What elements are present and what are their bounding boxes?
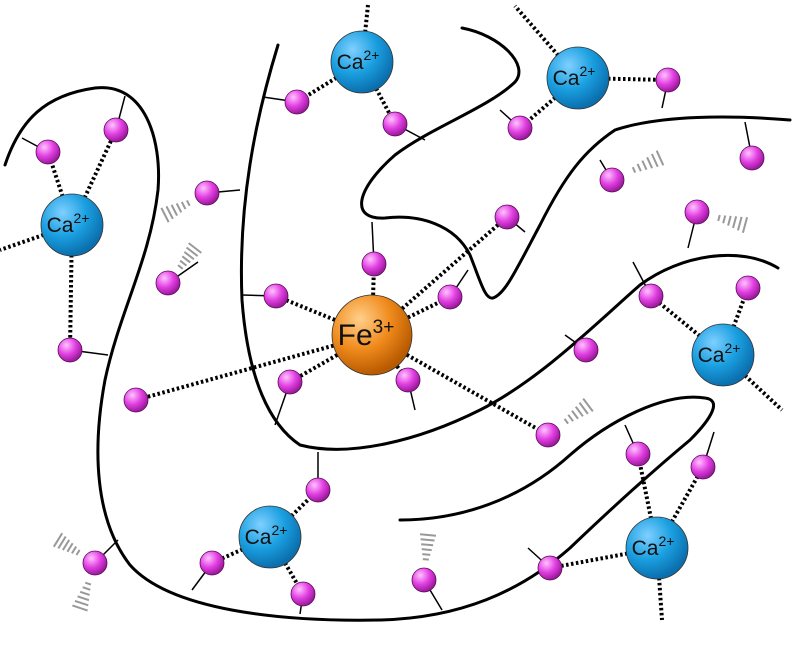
oxygen-atom (638, 283, 664, 309)
oxygen-atom (155, 270, 181, 296)
hashed-wedge (631, 150, 665, 174)
oxygen-atom (655, 67, 681, 93)
element-symbol: Ca (245, 526, 272, 549)
element-symbol: Ca (47, 214, 74, 237)
coordination-bond (135, 333, 373, 402)
polymer-chain (3, 86, 716, 622)
calcium-ion-label: Ca2+ (47, 210, 90, 237)
wedge-bonds (52, 150, 749, 612)
oxygen-atom (507, 115, 533, 141)
oxygen-atom (57, 337, 83, 363)
oxygen-atom (625, 441, 651, 467)
oxygen-atom (537, 555, 563, 581)
calcium-ion-sphere (546, 46, 610, 110)
charge-superscript: 3+ (373, 317, 395, 338)
oxygen-atom (690, 454, 716, 480)
coordination-bond (549, 546, 658, 570)
oxygen-atom (199, 550, 225, 576)
oxygen-atoms (35, 67, 765, 607)
calcium-ion-sphere (330, 30, 394, 94)
oxygen-atom (263, 283, 289, 309)
calcium-ion: Ca2+ (238, 505, 302, 569)
calcium-ion: Ca2+ (40, 193, 104, 257)
iron-ion-sphere (331, 294, 413, 376)
oxygen-atom (35, 139, 61, 165)
oxygen-atom (735, 275, 761, 301)
element-symbol: Ca (698, 344, 725, 367)
element-symbol: Ca (632, 537, 659, 560)
calcium-ion-label: Ca2+ (245, 522, 288, 549)
calcium-ion-label: Ca2+ (632, 533, 675, 560)
iron-ion-label: Fe3+ (338, 317, 395, 352)
hashed-wedge (717, 214, 749, 233)
oxygen-atom (684, 199, 710, 225)
charge-superscript: 2+ (363, 47, 379, 63)
calcium-ion: Ca2+ (691, 323, 755, 387)
charge-superscript: 2+ (658, 533, 674, 549)
coordination-bond (371, 295, 451, 337)
coordination-bond (371, 333, 549, 437)
oxygen-atom (411, 567, 437, 593)
calcium-ion-sphere (691, 323, 755, 387)
calcium-ion: Ca2+ (625, 516, 689, 580)
polymer-chain (360, 26, 792, 300)
calcium-ion-sphere (40, 193, 104, 257)
oxygen-atom (123, 387, 149, 413)
oxygen-atom (103, 117, 129, 143)
element-symbol: Ca (553, 67, 580, 90)
oxygen-atom (382, 111, 408, 137)
calcium-ion: Ca2+ (330, 30, 394, 94)
oxygen-atom (739, 145, 765, 171)
oxygen-atom (599, 167, 625, 193)
hashed-wedge (52, 532, 81, 556)
iron-ion: Fe3+ (331, 294, 413, 376)
oxygen-atom (535, 422, 561, 448)
metal-ions: Ca2+Ca2+Ca2+Ca2+Ca2+Ca2+Fe3+ (40, 30, 755, 580)
oxygen-atom (395, 367, 421, 393)
calcium-ion: Ca2+ (546, 46, 610, 110)
charge-superscript: 2+ (724, 340, 740, 356)
calcium-ion-sphere (238, 505, 302, 569)
calcium-ion-sphere (625, 516, 689, 580)
calcium-ion-label: Ca2+ (337, 47, 380, 74)
oxygen-atom (284, 89, 310, 115)
charge-superscript: 2+ (73, 210, 89, 226)
calcium-ion-label: Ca2+ (553, 63, 596, 90)
hashed-wedge (419, 533, 437, 561)
coordination-bond (721, 353, 784, 412)
element-symbol: Fe (338, 319, 373, 352)
oxygen-atom (194, 180, 220, 206)
element-symbol: Ca (337, 51, 364, 74)
oxygen-atom (437, 284, 463, 310)
oxygen-atom (305, 477, 331, 503)
oxygen-atom (277, 369, 303, 395)
hashed-wedge (563, 398, 594, 425)
calcium-ion-label: Ca2+ (698, 340, 741, 367)
oxygen-atom (573, 337, 599, 363)
charge-superscript: 2+ (271, 522, 287, 538)
oxygen-atom (361, 251, 387, 277)
charge-superscript: 2+ (579, 63, 595, 79)
oxygen-atom (290, 581, 316, 607)
hashed-wedge (160, 199, 191, 223)
oxygen-atom (494, 204, 520, 230)
oxygen-atom (82, 550, 108, 576)
hashed-wedge (72, 581, 92, 612)
hashed-wedge (177, 242, 202, 270)
polymer-chain (239, 43, 780, 451)
